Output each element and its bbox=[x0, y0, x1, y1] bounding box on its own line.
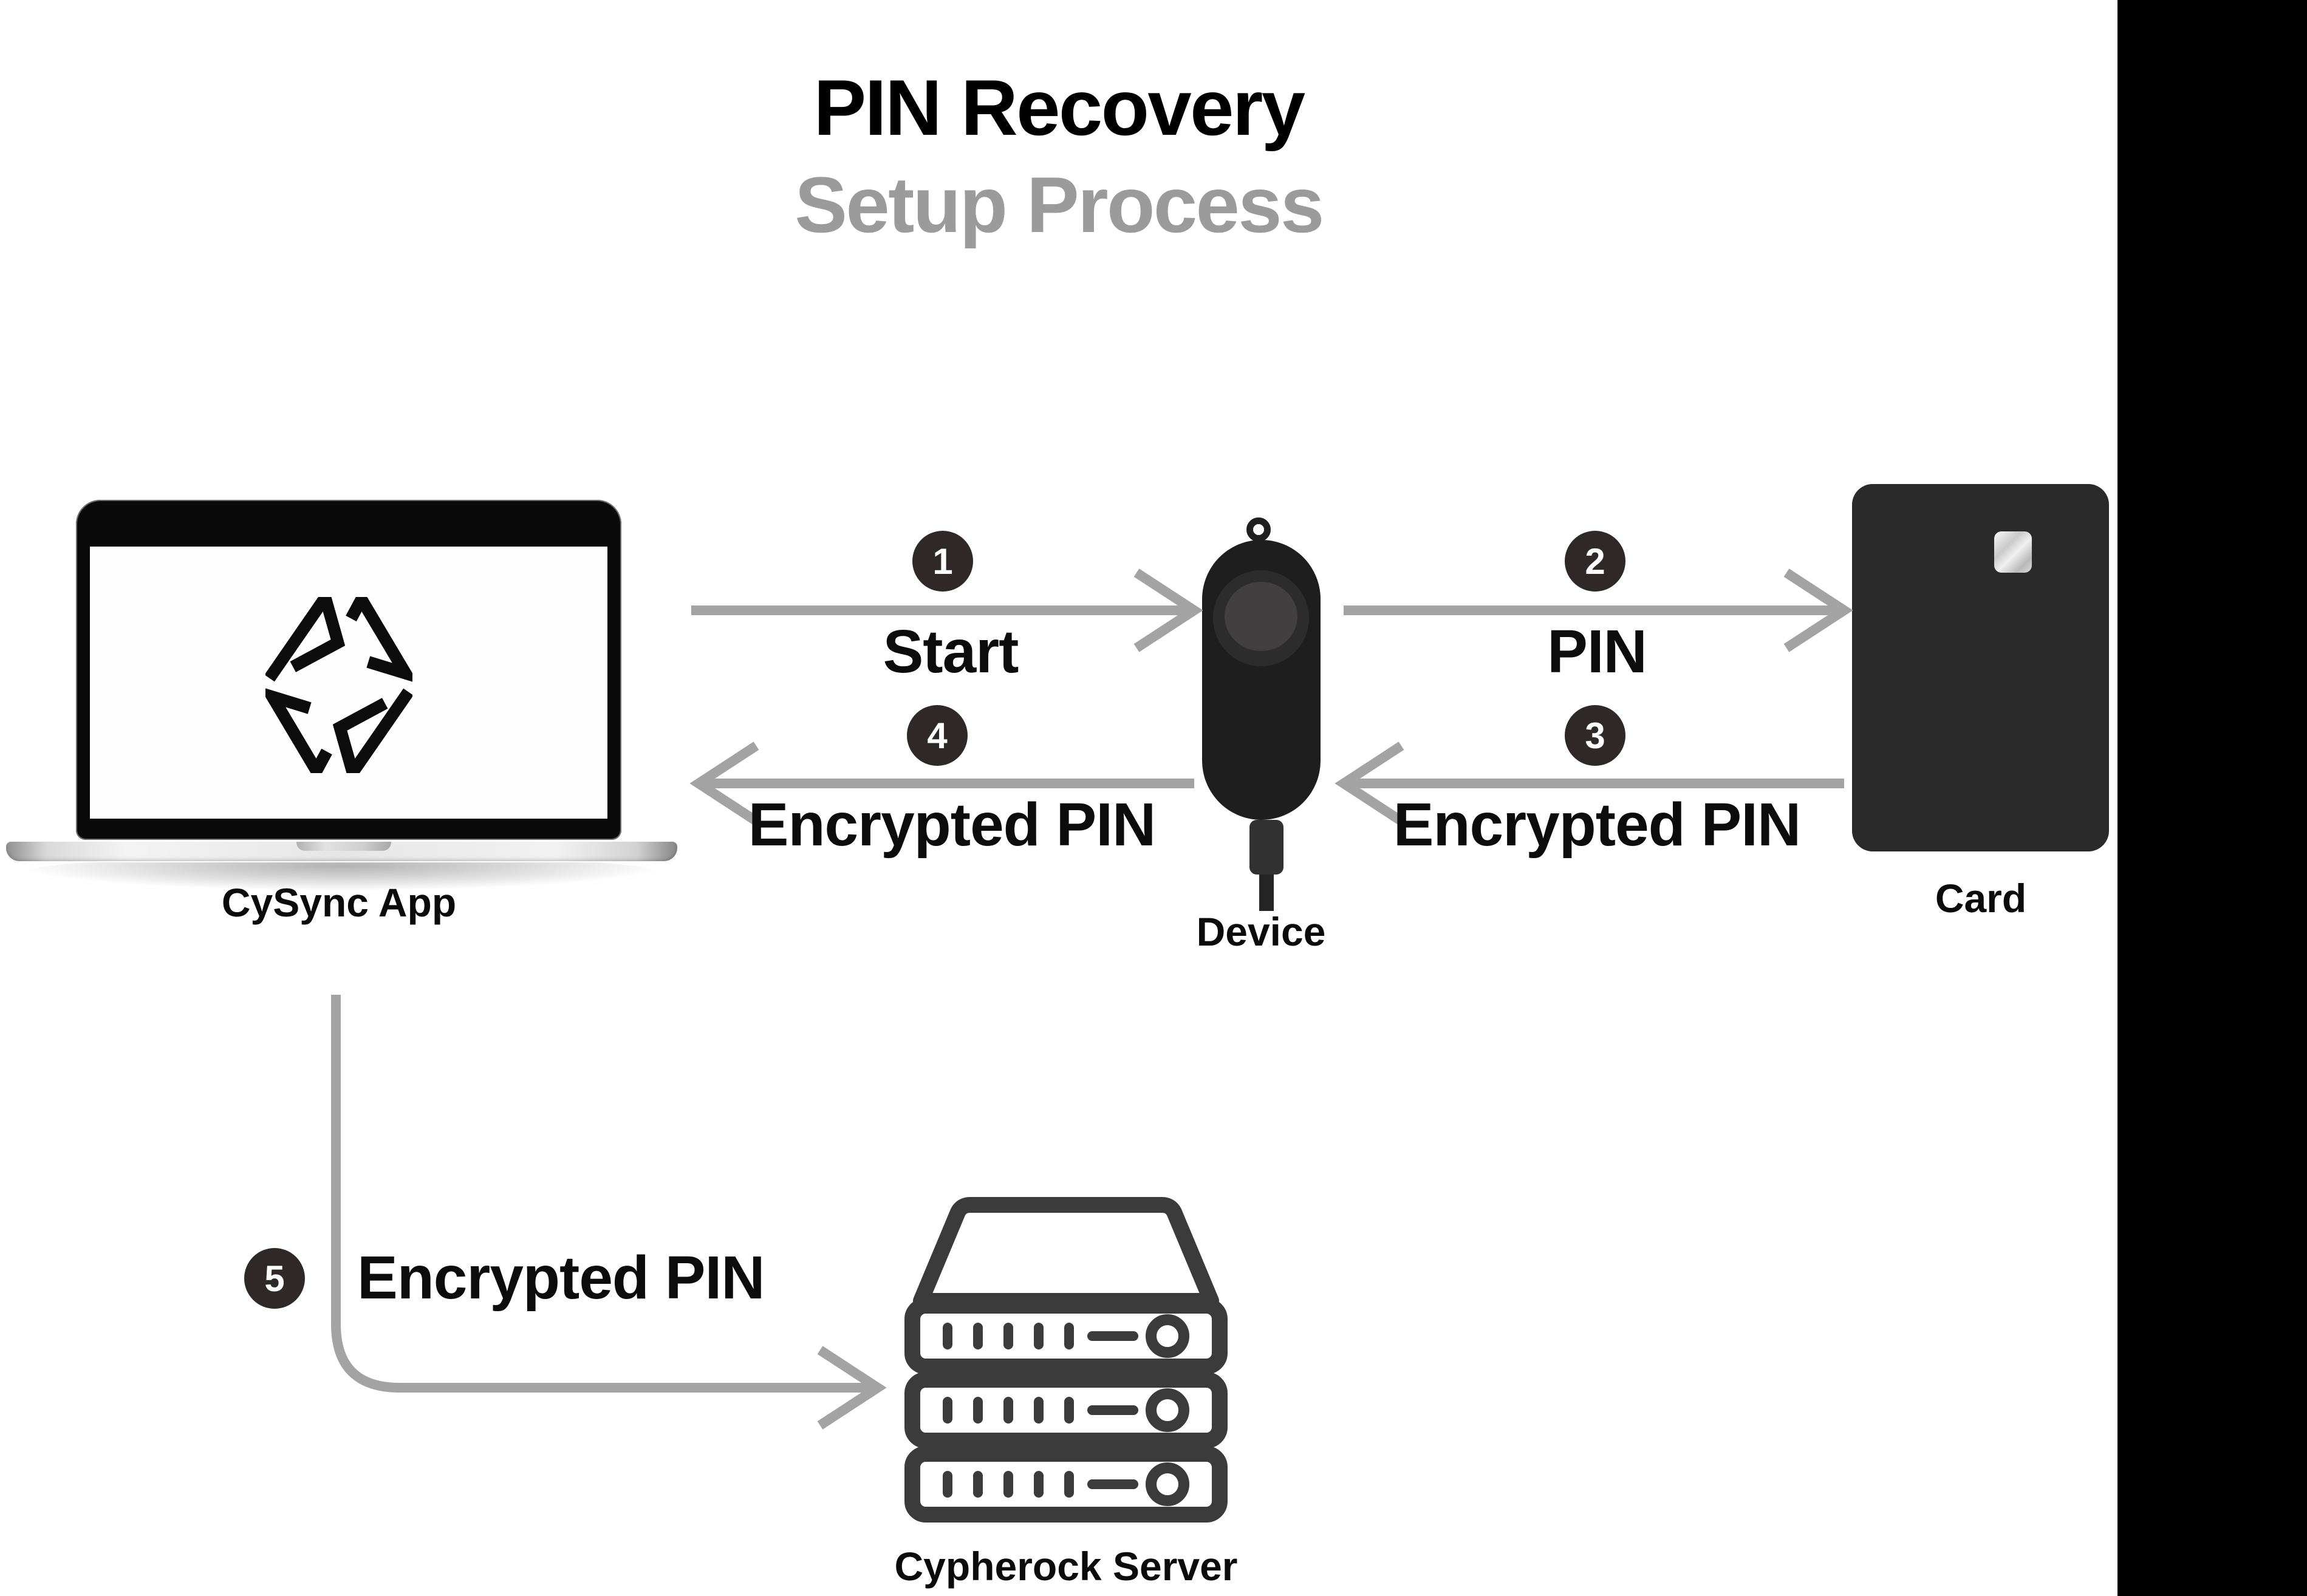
step-2-number: 2 bbox=[1585, 541, 1605, 582]
page-title: PIN Recovery bbox=[813, 63, 1305, 152]
arrow-step-3 bbox=[1335, 742, 1844, 825]
step-5-label: Encrypted PIN bbox=[357, 1244, 765, 1312]
laptop-screen bbox=[90, 547, 607, 819]
step-1-badge: 1 bbox=[912, 531, 973, 592]
arrow-step-4 bbox=[689, 742, 1194, 825]
usb-plug bbox=[1259, 875, 1274, 911]
cypherock-logo-icon bbox=[265, 597, 412, 773]
step-1-label: Start bbox=[883, 618, 1019, 686]
step-2-badge: 2 bbox=[1565, 531, 1625, 592]
arrow-step-2 bbox=[1344, 568, 1853, 652]
keyring-loop-icon bbox=[1246, 517, 1271, 542]
device-label: Device bbox=[1196, 909, 1326, 954]
step-2-label: PIN bbox=[1547, 618, 1647, 686]
step-4-number: 4 bbox=[927, 715, 948, 756]
step-3-label: Encrypted PIN bbox=[1393, 791, 1802, 859]
step-3-badge: 3 bbox=[1565, 705, 1625, 766]
usb-connector bbox=[1249, 820, 1283, 875]
server-label: Cypherock Server bbox=[894, 1544, 1238, 1589]
card-chip-icon bbox=[1994, 531, 2032, 573]
cysync-label: CySync App bbox=[221, 880, 457, 925]
right-black-panel bbox=[2117, 0, 2307, 1596]
card-label: Card bbox=[1935, 876, 2027, 921]
arrow-step-5 bbox=[331, 995, 887, 1430]
step-3-number: 3 bbox=[1585, 715, 1605, 756]
step-5-number: 5 bbox=[264, 1258, 285, 1299]
step-5-badge: 5 bbox=[244, 1248, 305, 1309]
device-button bbox=[1225, 582, 1297, 651]
step-4-label: Encrypted PIN bbox=[748, 791, 1157, 859]
smart-card-icon bbox=[1852, 484, 2109, 851]
page-subtitle: Setup Process bbox=[795, 160, 1324, 249]
arrow-step-1 bbox=[691, 568, 1203, 652]
laptop-base-notch bbox=[296, 842, 391, 851]
step-1-number: 1 bbox=[932, 541, 953, 582]
step-4-badge: 4 bbox=[907, 705, 968, 766]
server-rack-icon bbox=[904, 1197, 1228, 1515]
